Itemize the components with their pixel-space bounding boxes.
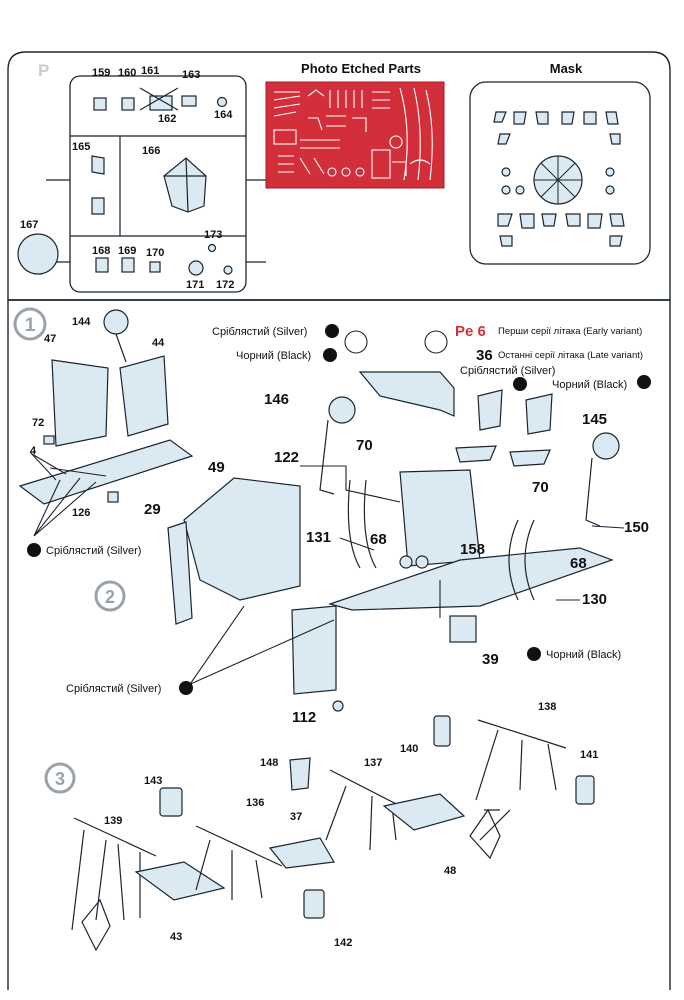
ab-variant-icon [344,330,368,354]
callout-black-1: Чорний (Black) [236,350,311,362]
step-1-badge [13,307,47,341]
label-138: 138 [538,701,556,713]
paint-icon [527,647,541,661]
label-148: 148 [260,757,278,769]
part-166: 166 [142,145,160,157]
label-43: 43 [170,931,182,943]
label-131: 131 [306,529,331,546]
label-145: 145 [582,411,607,428]
paint-icon [27,543,41,557]
label-139: 139 [104,815,122,827]
part-169: 169 [118,245,136,257]
variant-pe6-code: Pe 6 [455,323,486,340]
sprue-p: P 159 160 161 163 162 164 165 166 [17,61,266,293]
mask-sheet [469,81,651,265]
callout-silver-3: Сріблястий (Silver) [460,365,555,377]
step-3-badge [44,762,76,794]
mask-panel: Mask [469,61,651,265]
label-44: 44 [152,337,165,349]
ab-variant-icon [424,330,448,354]
label-39: 39 [482,651,499,668]
sheet-frame-lower [7,300,671,990]
label-37: 37 [290,811,302,823]
callout-black-2: Чорний (Black) [552,379,627,391]
photo-etched-title: Photo Etched Parts [301,61,421,76]
label-126: 126 [72,507,90,519]
part-172: 172 [216,279,234,291]
part-170: 170 [146,247,164,259]
paint-icon [513,377,527,391]
label-47: 47 [44,333,56,345]
part-173: 173 [204,229,222,241]
step-1-number: 1 [25,315,36,336]
label-150: 150 [624,519,649,536]
paint-icon [325,324,339,338]
label-136: 136 [246,797,264,809]
paint-icon [179,681,193,695]
part-165: 165 [72,141,90,153]
label-68b: 68 [570,555,587,572]
label-143: 143 [144,775,162,787]
step-1: 1 144 47 44 72 4 126 Сріблястий (Silver) [13,307,194,557]
label-130: 130 [582,591,607,608]
label-137: 137 [364,757,382,769]
step-2: 2 Сріблястий (Silver) Чорний (Black) Pe … [66,323,651,726]
step-3: 3 138 140 141 148 137 143 136 37 139 48 … [44,701,598,952]
callout-silver-2: Сріблястий (Silver) [212,326,307,338]
label-70b: 70 [532,479,549,496]
part-168: 168 [92,245,110,257]
paint-icon [323,348,337,362]
label-144: 144 [72,316,91,328]
label-48: 48 [444,865,456,877]
label-72: 72 [32,417,44,429]
part-167: 167 [20,219,38,231]
label-122: 122 [274,449,299,466]
label-112: 112 [292,709,316,726]
callout-silver-4: Сріблястий (Silver) [66,683,161,695]
variant-36-code: 36 [476,347,493,364]
label-140: 140 [400,743,418,755]
part-162: 162 [158,113,176,125]
label-70a: 70 [356,437,373,454]
label-146: 146 [264,391,289,408]
label-29: 29 [144,501,161,518]
step-2-number: 2 [105,587,115,607]
variant-pe6-text: Перши серії літака (Early variant) [498,326,642,337]
part-171: 171 [186,279,204,291]
label-68a: 68 [370,531,387,548]
label-141: 141 [580,749,598,761]
mask-title: Mask [550,61,583,76]
photo-etched-panel: Photo Etched Parts [265,61,445,189]
part-161: 161 [141,65,159,77]
sprue-letter: P [38,61,49,80]
part-164: 164 [214,109,233,121]
sprue-frame [69,75,247,293]
callout-silver-1: Сріблястий (Silver) [46,545,141,557]
callout-black-3: Чорний (Black) [546,649,621,661]
variant-36-text: Останні серії літака (Late variant) [498,350,643,361]
label-4: 4 [30,445,37,457]
sheet-frame [7,51,671,301]
part-163: 163 [182,69,200,81]
paint-icon [637,375,651,389]
part-159: 159 [92,67,110,79]
label-142: 142 [334,937,352,949]
step-2-badge [94,580,126,612]
part-160: 160 [118,67,136,79]
label-49: 49 [208,459,225,476]
step-3-number: 3 [55,769,65,789]
label-158: 158 [460,541,485,558]
